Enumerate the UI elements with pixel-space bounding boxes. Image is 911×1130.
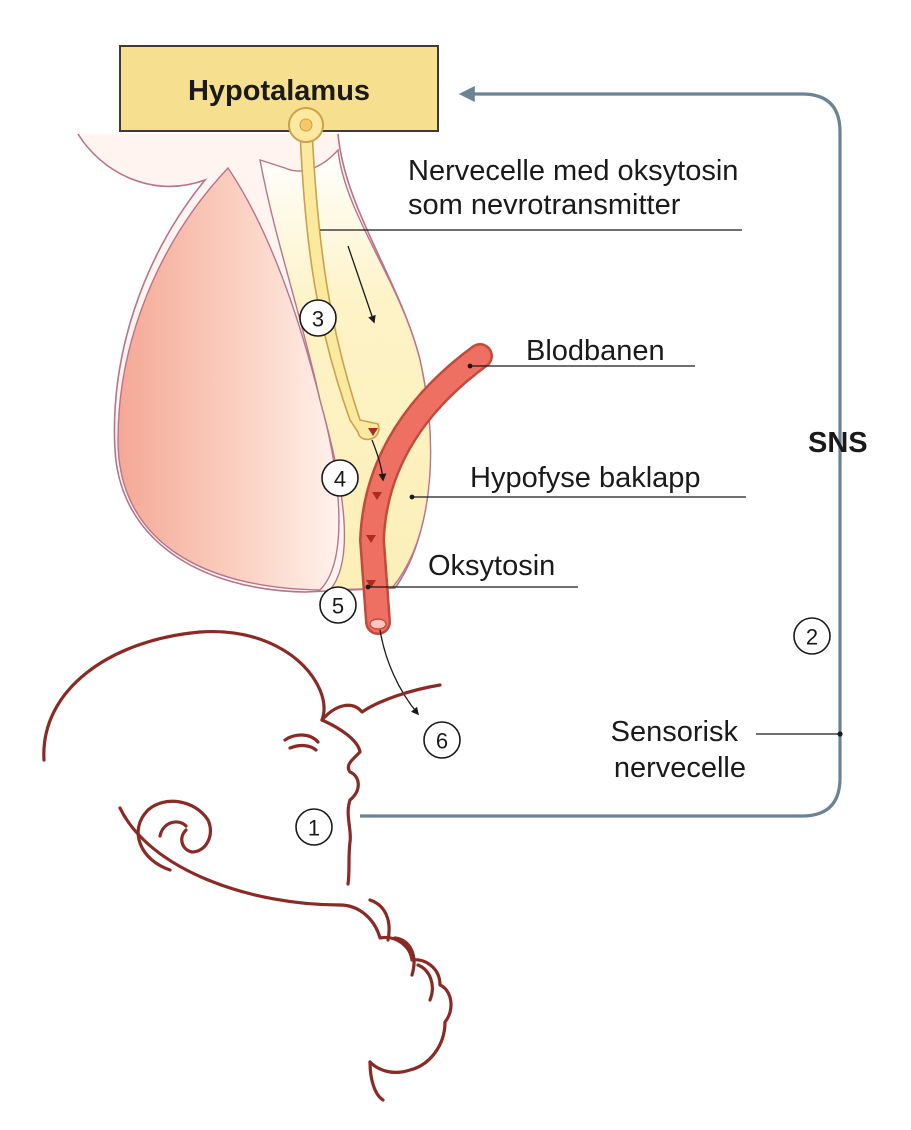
release-arrow: [371, 439, 387, 482]
posterior-lobe-dot: [409, 494, 415, 500]
oxytocin-particle: [372, 492, 382, 500]
oxytocin-particle: [366, 580, 376, 588]
sensory-feedback-line: [360, 86, 842, 818]
baby-ear: [136, 799, 213, 872]
step-marker-2: 2: [793, 617, 831, 655]
sensory-nerve-label-line1: Sensorisk: [611, 716, 739, 748]
sensory-nerve-dot: [837, 731, 843, 737]
blood-vessel-opening: [369, 618, 387, 630]
baby-eye: [283, 733, 320, 752]
nerve-cell-label-line2: som nevrotransmitter: [408, 189, 681, 221]
nursing-baby-drawing: [42, 630, 453, 1102]
blood-vessel-lumen: [361, 345, 491, 633]
axon-transport-arrow: [347, 245, 376, 324]
baby-head-outline: [42, 630, 326, 762]
baby-hand: [338, 903, 453, 1074]
posterior-pituitary-label: Hypofyse baklapp: [470, 462, 701, 494]
step-number: 5: [332, 594, 344, 619]
sensory-nerve-label-line2: nervecelle: [614, 752, 746, 784]
step-marker-6: 6: [423, 721, 461, 759]
neuron-nucleus: [299, 118, 313, 132]
oxytocin-neuron: [288, 107, 380, 441]
bloodstream-label: Blodbanen: [526, 335, 665, 367]
baby-fingers: [368, 898, 434, 1002]
baby-cheek-line: [118, 806, 342, 907]
baby-ear-inner: [158, 820, 188, 838]
oxytocin-label: Oksytosin: [428, 550, 555, 582]
bloodstream-dot: [467, 363, 473, 369]
nerve-cell-label: Nervecelle med oksytosin som nevrotransm…: [408, 155, 746, 221]
step-number: 3: [312, 307, 324, 332]
oxytocin-dot: [365, 584, 371, 590]
step-marker-3: 3: [299, 299, 337, 337]
oxytocin-particle: [366, 535, 376, 543]
blood-vessel: [358, 343, 493, 635]
hypothalamus-box: [119, 45, 439, 132]
baby-wrist: [368, 1060, 385, 1102]
anterior-lobe: [117, 166, 340, 591]
step-number: 6: [436, 729, 448, 754]
to-breast-arrow: [379, 629, 419, 716]
nerve-cell-label-line1: Nervecelle med oksytosin: [408, 155, 738, 187]
hypothalamus-label: Hypotalamus: [188, 75, 370, 107]
step-marker-1: 1: [295, 808, 333, 846]
baby-face-profile: [320, 718, 362, 886]
oxytocin-particle: [368, 428, 378, 436]
step-marker-4: 4: [321, 459, 359, 497]
breast-outline: [320, 683, 442, 722]
step-number: 1: [308, 816, 320, 841]
step-marker-5: 5: [319, 586, 357, 624]
neuron-axon: [299, 129, 380, 441]
step-number: 4: [334, 467, 346, 492]
sensory-nerve-label: Sensorisk nervecelle: [611, 716, 746, 784]
step-number: 2: [806, 625, 818, 650]
sns-label: SNS: [808, 427, 868, 459]
